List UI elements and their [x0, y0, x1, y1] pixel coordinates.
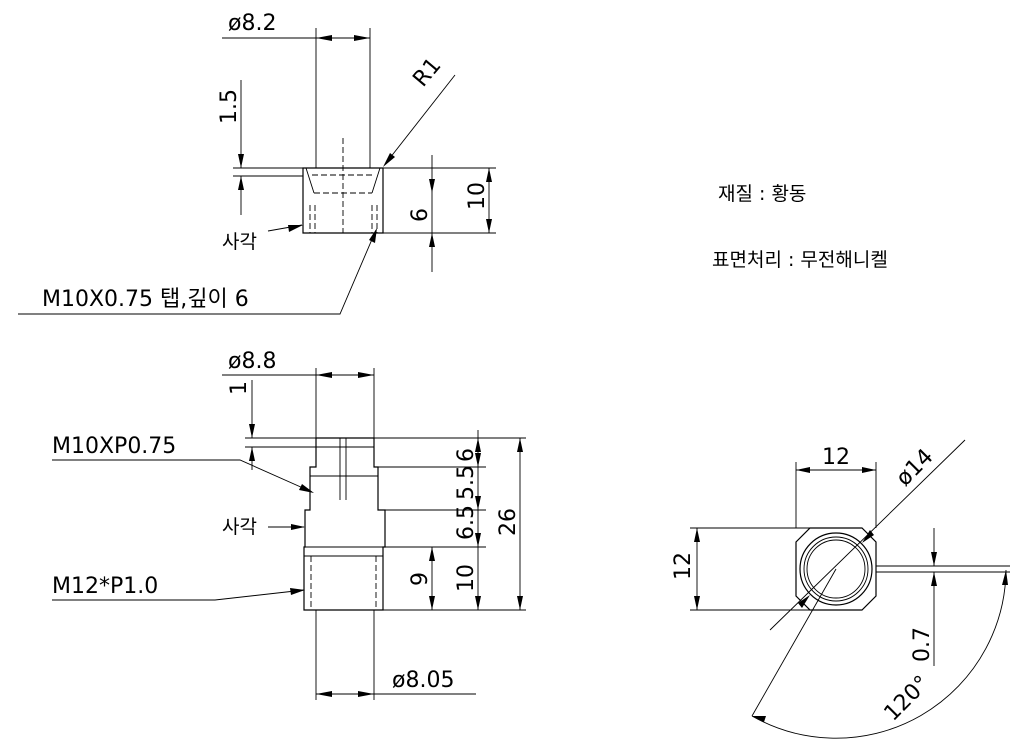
end-angle-ext [751, 568, 837, 717]
arrow [694, 596, 700, 610]
end-circle-outer [799, 532, 873, 606]
bottom-part-hidden [310, 556, 377, 610]
arrow [291, 524, 305, 530]
top-part-view: ø8.2 1.5 R1 6 10 사각 M10X0.75 탭,깊이 6 [18, 11, 496, 315]
end-dia14-text: ø14 [892, 444, 939, 491]
bottom-thread-top-text: M10XP0.75 [52, 434, 176, 459]
arrow [358, 691, 374, 697]
arrow [429, 547, 435, 561]
arrow [429, 179, 435, 193]
arrow [862, 467, 876, 473]
notes: 재질 : 황동 표면처리 : 무전해니켈 [712, 183, 888, 271]
end-gap-ext [876, 565, 1010, 573]
bottom-part-edges [304, 446, 385, 557]
end-circle-mid [803, 536, 869, 602]
arrow [752, 716, 766, 722]
arrow [796, 467, 810, 473]
end-circle-inner [806, 539, 866, 599]
end-w12-text: 12 [822, 445, 850, 470]
end-h12-text: 12 [671, 552, 696, 580]
arrow [1002, 570, 1008, 585]
top-15-ext [233, 167, 303, 177]
arrow [299, 484, 314, 493]
top-dia-text: ø8.2 [228, 11, 276, 36]
bottom-dia-text: ø8.8 [228, 349, 276, 374]
bottom-thread-top-leader [52, 459, 313, 493]
arrow [517, 596, 523, 610]
end-h12-ext [690, 527, 810, 611]
arrow [931, 572, 937, 586]
top-r1-text: R1 [408, 53, 446, 92]
bottom-dia2-text: ø8.05 [392, 668, 454, 693]
material-note: 재질 : 황동 [718, 183, 806, 205]
bottom-right-ext [378, 466, 526, 611]
arrow [475, 533, 481, 547]
end-octagon [795, 527, 877, 611]
arrow [249, 447, 255, 461]
arrow [475, 453, 481, 467]
arrow [354, 35, 370, 41]
arrow [475, 596, 481, 610]
top-r1-leader [385, 74, 456, 164]
arrow [486, 168, 492, 182]
arrow [429, 596, 435, 610]
end-angle-arc [751, 569, 1007, 739]
finish-note: 표면처리 : 무전해니켈 [712, 249, 888, 271]
bottom-26-text: 26 [496, 508, 521, 536]
top-dia-ext [315, 28, 371, 168]
bottom-part-slot [339, 438, 347, 500]
top-6-text: 6 [408, 208, 433, 222]
arrow [288, 225, 303, 232]
top-square-text: 사각 [222, 231, 257, 253]
arrow [238, 154, 244, 168]
arrow [358, 372, 374, 378]
top-tap-text: M10X0.75 탭,깊이 6 [42, 287, 249, 312]
bottom-10-text: 10 [454, 564, 479, 592]
arrow [238, 176, 244, 190]
bottom-thread-bottom-leader [52, 589, 305, 601]
bottom-dia2-ext [315, 610, 375, 700]
bottom-thread-bottom-text: M12*P1.0 [52, 574, 158, 599]
arrow [369, 228, 377, 243]
end-w12-ext [795, 462, 877, 528]
top-tap-leader [18, 229, 377, 315]
arrow [316, 372, 332, 378]
bottom-part-view: ø8.8 1 M10XP0.75 사각 M12*P1.0 6 5.5 6.5 9 [52, 349, 526, 700]
bottom-part-outline [303, 437, 386, 611]
arrow [694, 528, 700, 542]
bottom-55-text: 5.5 [454, 465, 479, 500]
arrow [383, 153, 395, 167]
arrow [316, 35, 332, 41]
arrow [290, 588, 305, 595]
bottom-1-text: 1 [227, 381, 252, 395]
bottom-dia-ext [315, 368, 375, 438]
top-10-text: 10 [465, 182, 490, 210]
bottom-square-text: 사각 [222, 516, 257, 538]
arrow [931, 552, 937, 566]
arrow [517, 438, 523, 452]
bottom-6-text: 6 [454, 448, 479, 462]
arrow [316, 691, 332, 697]
top-10-ext [383, 167, 496, 234]
arrow [475, 496, 481, 510]
top-part-hidden-lines [309, 138, 378, 233]
top-15-text: 1.5 [217, 89, 242, 124]
end-angle-text: 120° [880, 671, 935, 726]
bottom-top-ext [245, 437, 526, 448]
bottom-65-text: 6.5 [454, 505, 479, 540]
top-part-chamfer [305, 167, 381, 194]
end-view: 12 12 ø14 0.7 120° [671, 439, 1010, 739]
arrow [862, 530, 874, 543]
arrow [429, 233, 435, 247]
arrow [249, 424, 255, 438]
end-gap-text: 0.7 [910, 627, 935, 662]
bottom-9-text: 9 [408, 572, 433, 586]
arrow [475, 438, 481, 452]
arrow [486, 219, 492, 233]
arrow [798, 595, 810, 608]
